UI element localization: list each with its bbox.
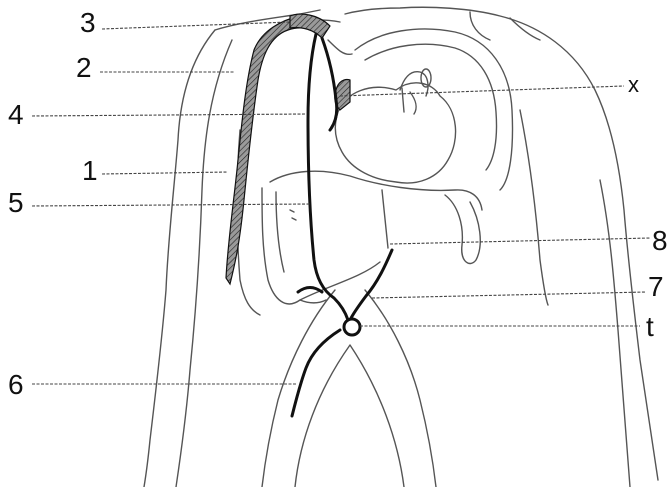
leader-3	[102, 22, 290, 29]
leader-4	[32, 114, 306, 116]
heart	[335, 69, 455, 183]
body-outline	[144, 7, 658, 487]
catheter-tube	[226, 14, 350, 284]
label-3: 3	[80, 7, 96, 38]
leader-1	[102, 172, 228, 174]
label-t: t	[646, 311, 654, 342]
labels: 3 2 4 1 5 6 x 8 7 t	[8, 7, 668, 400]
leader-5	[32, 204, 310, 206]
label-6: 6	[8, 369, 24, 400]
label-1: 1	[82, 155, 98, 186]
label-5: 5	[8, 187, 24, 218]
label-2: 2	[76, 52, 92, 83]
abdominal-organs	[262, 171, 482, 304]
label-7: 7	[648, 271, 664, 302]
label-8: 8	[652, 225, 668, 256]
leader-7	[372, 292, 646, 298]
label-4: 4	[8, 99, 24, 130]
leader-8	[390, 238, 650, 244]
label-x: x	[628, 72, 639, 97]
thoracic-cavity	[355, 29, 513, 190]
